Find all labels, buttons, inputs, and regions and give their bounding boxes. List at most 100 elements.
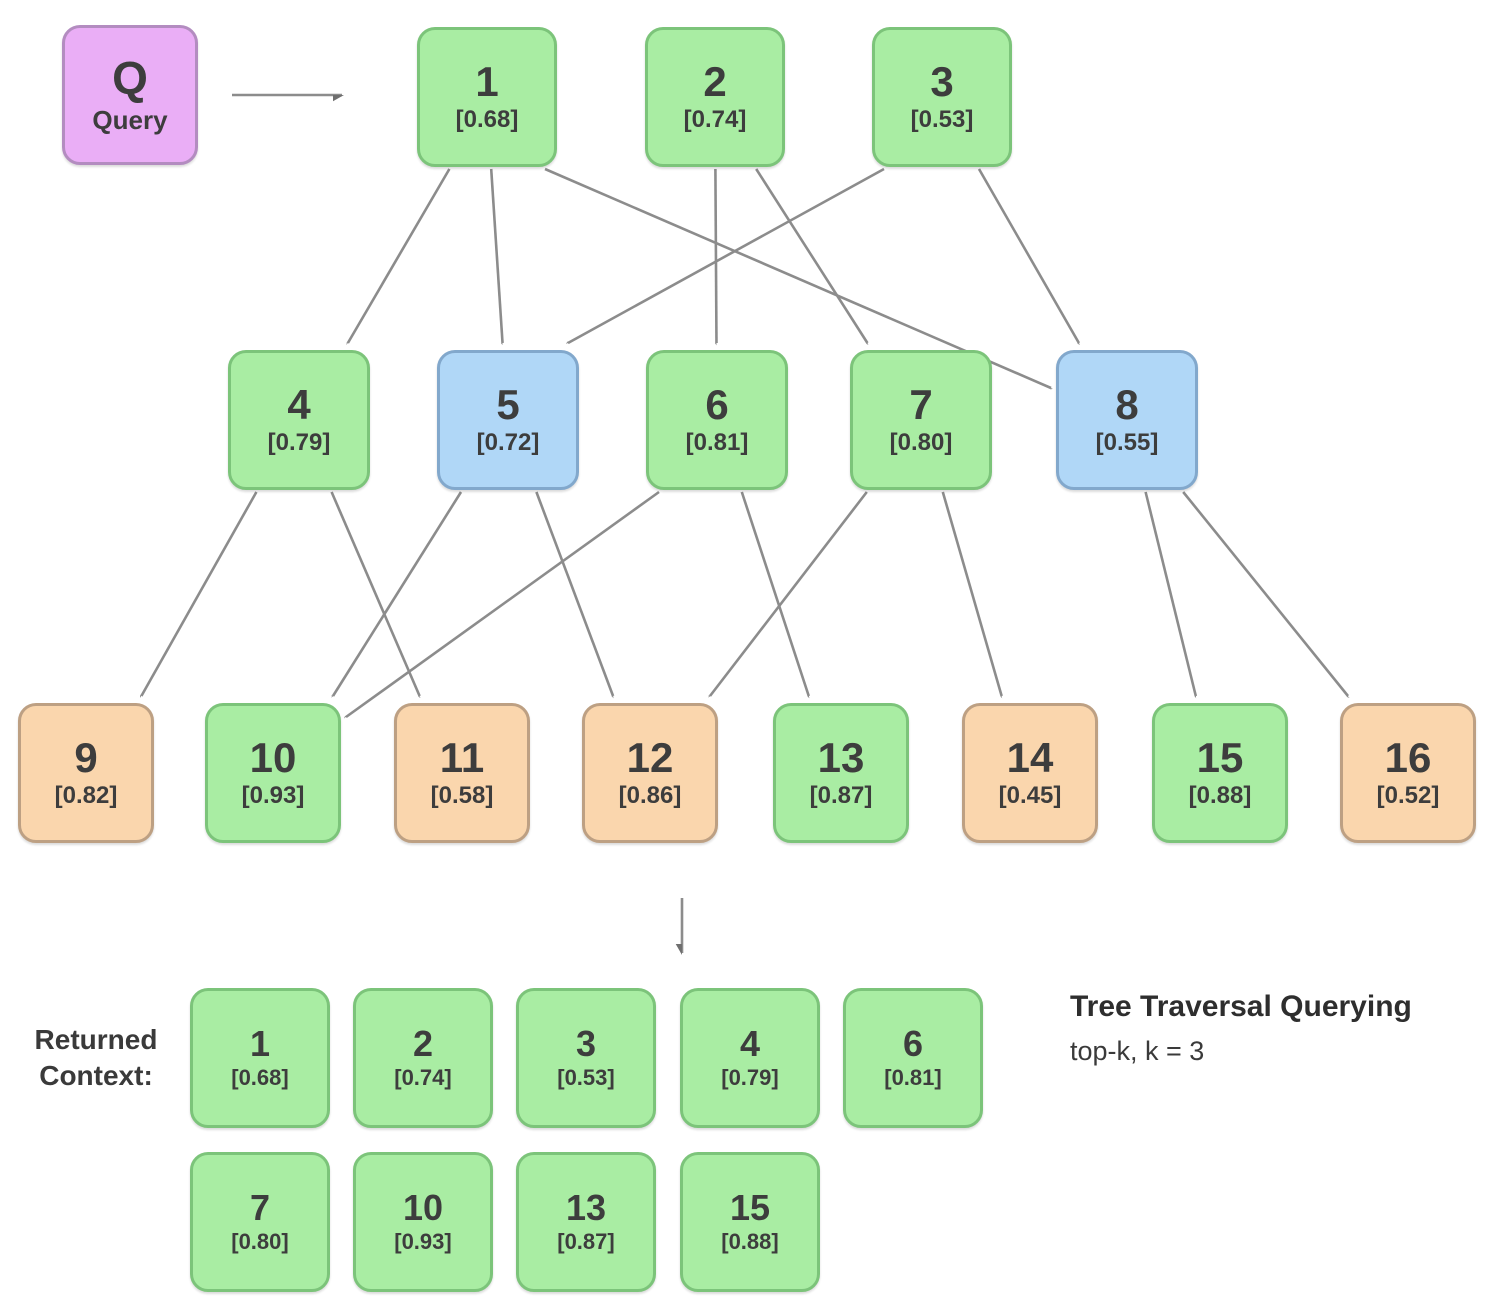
tree-node-8-score: [0.55] (1095, 428, 1159, 456)
returned-node-7-number: 7 (249, 1186, 271, 1228)
edge-1-to-5 (489, 168, 502, 343)
tree-node-2-number: 2 (703, 57, 727, 105)
tree-node-3-number: 3 (930, 57, 954, 105)
tree-node-4: 4[0.79] (228, 350, 370, 490)
edge-6-to-13 (740, 491, 809, 696)
edge-3-to-5 (568, 167, 885, 343)
tree-node-7-score: [0.80] (889, 428, 953, 456)
tree-node-8-number: 8 (1115, 380, 1139, 428)
tree-node-13-score: [0.87] (809, 781, 873, 809)
caption-heading: Tree Traversal Querying (1070, 990, 1412, 1023)
tree-node-7: 7[0.80] (850, 350, 992, 490)
tree-node-2-score: [0.74] (683, 105, 747, 133)
returned-node-13-number: 13 (565, 1186, 607, 1228)
tree-node-14-score: [0.45] (998, 781, 1062, 809)
edge-3-to-8 (977, 168, 1079, 343)
returned-node-4-score: [0.79] (721, 1064, 779, 1090)
edge-1-to-4 (348, 168, 451, 343)
returned-node-2: 2[0.74] (353, 988, 493, 1128)
tree-node-13-number: 13 (817, 733, 865, 781)
tree-node-5: 5[0.72] (437, 350, 579, 490)
tree-node-10-score: [0.93] (241, 781, 305, 809)
tree-node-15-number: 15 (1196, 733, 1244, 781)
query-label: Q (112, 51, 148, 104)
tree-node-12-score: [0.86] (618, 781, 682, 809)
returned-context-label: Returned Context: (16, 1022, 176, 1095)
tree-node-5-score: [0.72] (476, 428, 540, 456)
tree-node-11: 11[0.58] (394, 703, 530, 843)
tree-node-12-number: 12 (626, 733, 674, 781)
tree-node-16-score: [0.52] (1376, 781, 1440, 809)
returned-node-3-number: 3 (575, 1022, 597, 1064)
caption: Tree Traversal Querying top-k, k = 3 (1070, 990, 1480, 1067)
returned-node-6-score: [0.81] (884, 1064, 942, 1090)
returned-node-4-number: 4 (739, 1022, 761, 1064)
tree-node-4-number: 4 (287, 380, 311, 428)
returned-node-15: 15[0.88] (680, 1152, 820, 1292)
tree-node-2: 2[0.74] (645, 27, 785, 167)
tree-node-15: 15[0.88] (1152, 703, 1288, 843)
edge-2-to-6 (715, 168, 718, 343)
tree-node-1: 1[0.68] (417, 27, 557, 167)
tree-node-5-number: 5 (496, 380, 520, 428)
tree-node-7-number: 7 (909, 380, 933, 428)
tree-node-12: 12[0.86] (582, 703, 718, 843)
tree-node-14: 14[0.45] (962, 703, 1098, 843)
tree-node-16-number: 16 (1384, 733, 1432, 781)
edge-8-to-15 (1144, 491, 1196, 696)
returned-node-10: 10[0.93] (353, 1152, 493, 1292)
tree-node-9: 9[0.82] (18, 703, 154, 843)
tree-node-15-score: [0.88] (1188, 781, 1252, 809)
returned-node-1-number: 1 (249, 1022, 271, 1064)
edge-6-to-10 (346, 490, 660, 717)
query-box: Q Query (62, 25, 198, 165)
tree-node-6-number: 6 (705, 380, 729, 428)
returned-node-6-number: 6 (902, 1022, 924, 1064)
returned-node-1-score: [0.68] (231, 1064, 289, 1090)
edge-5-to-10 (333, 491, 463, 696)
returned-node-6: 6[0.81] (843, 988, 983, 1128)
edge-7-to-14 (941, 491, 1002, 696)
returned-node-3: 3[0.53] (516, 988, 656, 1128)
query-sublabel: Query (92, 104, 168, 135)
tree-node-11-number: 11 (439, 733, 485, 781)
tree-node-1-score: [0.68] (455, 105, 519, 133)
edge-2-to-7 (755, 168, 867, 343)
tree-node-1-number: 1 (475, 57, 499, 105)
returned-node-15-score: [0.88] (721, 1228, 779, 1254)
tree-node-3-score: [0.53] (910, 105, 974, 133)
returned-node-2-score: [0.74] (394, 1064, 452, 1090)
tree-node-10-number: 10 (249, 733, 297, 781)
tree-node-4-score: [0.79] (267, 428, 331, 456)
tree-node-16: 16[0.52] (1340, 703, 1476, 843)
returned-node-10-score: [0.93] (394, 1228, 452, 1254)
tree-node-9-number: 9 (74, 733, 98, 781)
tree-node-8: 8[0.55] (1056, 350, 1198, 490)
tree-node-3: 3[0.53] (872, 27, 1012, 167)
tree-node-14-number: 14 (1006, 733, 1054, 781)
edge-4-to-11 (330, 491, 420, 696)
tree-node-6-score: [0.81] (685, 428, 749, 456)
edge-8-to-16 (1182, 491, 1348, 696)
edge-4-to-9 (141, 491, 258, 696)
tree-node-13: 13[0.87] (773, 703, 909, 843)
returned-context-label-line2: Context: (39, 1060, 153, 1092)
returned-node-7: 7[0.80] (190, 1152, 330, 1292)
tree-node-11-score: [0.58] (430, 781, 494, 809)
returned-node-13: 13[0.87] (516, 1152, 656, 1292)
returned-node-4: 4[0.79] (680, 988, 820, 1128)
returned-node-13-score: [0.87] (557, 1228, 615, 1254)
edge-7-to-12 (710, 491, 868, 696)
returned-node-10-number: 10 (402, 1186, 444, 1228)
returned-context-label-line1: Returned (34, 1024, 158, 1055)
returned-node-7-score: [0.80] (231, 1228, 289, 1254)
returned-node-2-number: 2 (412, 1022, 434, 1064)
returned-node-3-score: [0.53] (557, 1064, 615, 1090)
tree-node-9-score: [0.82] (54, 781, 118, 809)
tree-node-6: 6[0.81] (646, 350, 788, 490)
tree-node-10: 10[0.93] (205, 703, 341, 843)
returned-node-15-number: 15 (729, 1186, 771, 1228)
returned-node-1: 1[0.68] (190, 988, 330, 1128)
edge-5-to-12 (535, 491, 613, 696)
